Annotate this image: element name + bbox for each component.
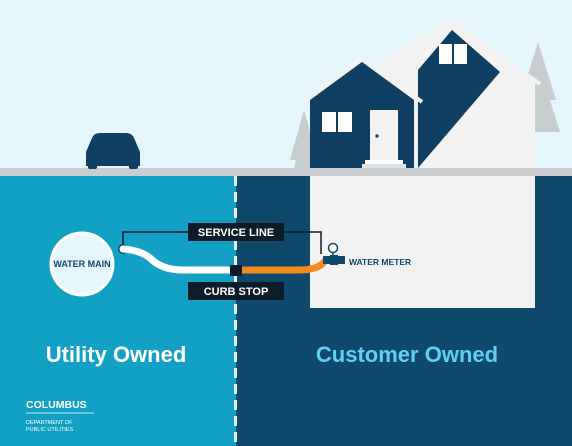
logo-dept-line1: DEPARTMENT OF bbox=[26, 420, 73, 426]
water-meter-label: WATER METER bbox=[349, 257, 411, 267]
front-door bbox=[370, 110, 398, 160]
service-pipe-utility bbox=[119, 245, 240, 274]
utility-owned-heading: Utility Owned bbox=[46, 342, 187, 367]
logo-name: COLUMBUS bbox=[26, 399, 87, 411]
logo-dept-line2: PUBLIC UTILITIES bbox=[26, 427, 73, 433]
ground-line bbox=[0, 168, 572, 176]
service-line-leader-right bbox=[284, 231, 322, 254]
car-icon bbox=[86, 133, 140, 169]
customer-owned-heading: Customer Owned bbox=[316, 342, 498, 367]
water-main bbox=[49, 231, 115, 297]
curb-stop-label: CURB STOP bbox=[204, 286, 269, 298]
utility-ground bbox=[0, 176, 236, 446]
water-main-label: WATER MAIN bbox=[53, 259, 110, 269]
curb-stop-box bbox=[188, 282, 284, 300]
service-line-box bbox=[188, 223, 284, 241]
water-meter-icon bbox=[323, 242, 345, 265]
service-pipe-customer bbox=[234, 258, 328, 274]
house-basement bbox=[310, 176, 535, 308]
service-line-label: SERVICE LINE bbox=[198, 227, 274, 239]
house-icon bbox=[302, 18, 542, 308]
columbus-logo: COLUMBUS DEPARTMENT OF PUBLIC UTILITIES bbox=[26, 399, 94, 433]
house-roof bbox=[418, 30, 500, 168]
curb-stop-valve bbox=[230, 265, 242, 276]
service-line-leader bbox=[122, 231, 188, 244]
